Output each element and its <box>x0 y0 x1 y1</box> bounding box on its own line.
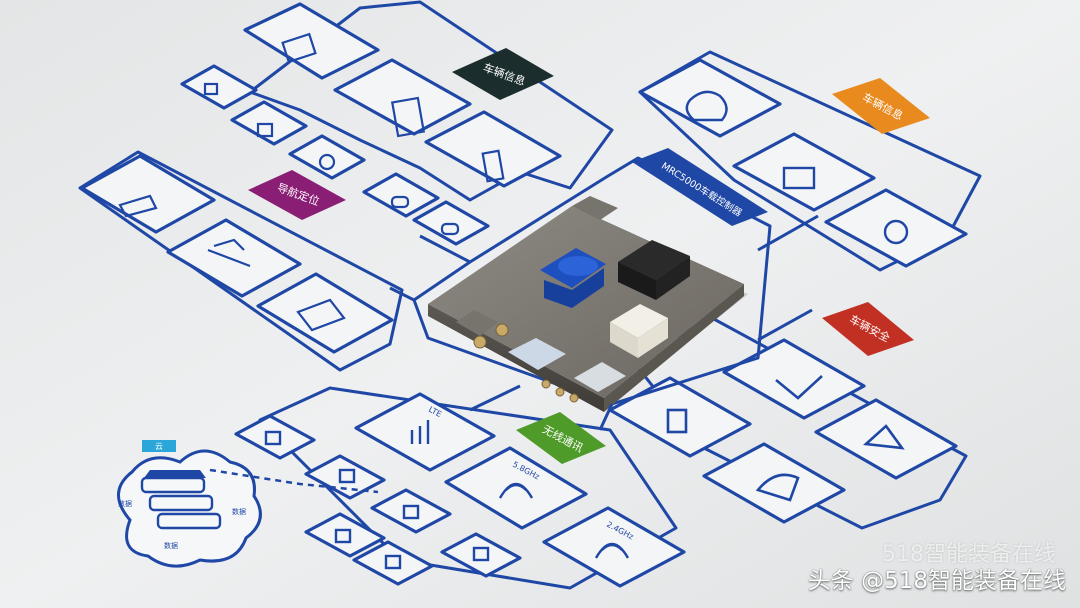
tile-b-4 <box>234 414 316 460</box>
tile-rt-3 <box>824 188 968 268</box>
tile-left-1 <box>80 154 216 234</box>
antenna-ports <box>473 323 579 403</box>
cloud-tag-text: 云 <box>155 442 163 451</box>
tile-b-5 <box>304 454 386 500</box>
cloud-tag: 云 <box>142 440 176 452</box>
cloud-label-1: 数据 <box>118 499 132 508</box>
right-top-cluster <box>638 50 982 272</box>
left-cluster <box>78 150 404 372</box>
tile-rm-4 <box>814 398 958 480</box>
tile-b-3 <box>542 506 686 588</box>
connector-lines <box>389 214 819 431</box>
controller-device <box>428 196 748 412</box>
tile-rm-3 <box>702 442 846 524</box>
tile-rm-2 <box>722 338 866 420</box>
tile-top-7 <box>362 172 440 218</box>
tag-right-mid: 车辆安全 <box>822 302 914 356</box>
tile-b-9 <box>440 532 522 578</box>
black-connector <box>618 240 690 300</box>
tag-left: 导航定位 <box>248 170 346 220</box>
right-mid-cluster <box>608 316 968 530</box>
tile-b-7 <box>304 512 386 558</box>
tile-left-3 <box>256 272 394 354</box>
tile-b-6 <box>370 488 452 534</box>
tile-rt-1 <box>638 58 782 138</box>
tile-rt-2 <box>732 132 876 212</box>
blue-connector <box>540 248 606 308</box>
tag-bottom: 无线通讯 <box>516 412 606 464</box>
tile-b-8 <box>352 540 434 586</box>
tag-right-top: 车辆信息 <box>832 78 930 134</box>
tile-b-2 <box>444 446 588 530</box>
tile-top-3 <box>424 110 562 188</box>
white-connector <box>610 304 668 358</box>
tag-top: 车辆信息 <box>452 48 554 100</box>
tile-top-6 <box>288 134 366 180</box>
tile-rm-1 <box>608 376 752 458</box>
tile-left-2 <box>166 218 302 298</box>
tile-b-1 <box>354 392 496 472</box>
tile-top-2 <box>333 58 472 136</box>
tile-top-4 <box>180 64 258 110</box>
cloud-label-2: 数据 <box>232 507 246 516</box>
cloud-label-3: 数据 <box>164 541 178 550</box>
cloud-diagram: 云 数据 数据 数据 <box>117 440 379 568</box>
